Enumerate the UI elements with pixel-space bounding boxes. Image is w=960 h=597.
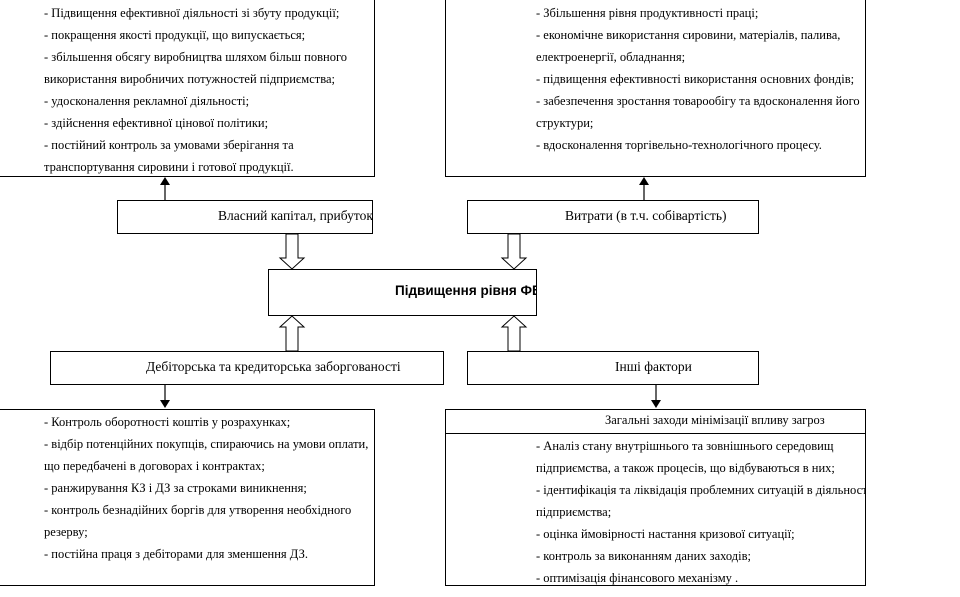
list-item: - оцінка ймовірності настання кризової с… [536, 527, 795, 541]
top-left-measures-list: - Підвищення ефективної діяльності зі зб… [44, 2, 348, 176]
hollow-arrow-up-icon [500, 315, 528, 352]
list-item: підприємства; [536, 505, 612, 519]
debts-factor-box: Дебіторська та кредиторська заборгованос… [50, 351, 444, 385]
list-item: - забезпечення зростання товарообігу та … [536, 94, 860, 108]
top-right-measures-box: - Збільшення рівня продуктивності праці;… [445, 0, 866, 177]
central-goal-label: Підвищення рівня ФБП [395, 283, 537, 298]
list-item: - підвищення ефективності використання о… [536, 72, 855, 86]
top-left-measures-box: - Підвищення ефективної діяльності зі зб… [0, 0, 375, 177]
list-item: - ідентифікація та ліквідація проблемних… [536, 483, 866, 497]
central-goal-box: Підвищення рівня ФБП [268, 269, 537, 316]
top-right-measures-list: - Збільшення рівня продуктивності праці;… [536, 2, 860, 156]
list-item: - Збільшення рівня продуктивності праці; [536, 6, 759, 20]
costs-factor-label: Витрати (в т.ч. собівартість) [565, 208, 727, 223]
hollow-arrow-down-icon [500, 233, 528, 270]
arrowhead-up-icon [160, 177, 170, 185]
list-item: - контроль безнадійних боргів для утворе… [44, 503, 352, 517]
list-item: - постійна праця з дебіторами для зменше… [44, 547, 309, 561]
list-item: резерву; [44, 525, 88, 539]
list-item: - вдосконалення торгівельно-технологічно… [536, 138, 822, 152]
list-item: структури; [536, 116, 594, 130]
list-item: підприємства, а також процесів, що відбу… [536, 461, 835, 475]
arrowhead-up-icon [639, 177, 649, 185]
bottom-right-measures-box: Загальні заходи мінімізації впливу загро… [445, 409, 866, 586]
list-item: - Підвищення ефективної діяльності зі зб… [44, 6, 340, 20]
list-item: транспортування сировини і готової проду… [44, 160, 294, 174]
bottom-right-header-row: Загальні заходи мінімізації впливу загро… [446, 410, 865, 434]
arrowhead-down-icon [160, 400, 170, 408]
list-item: - удосконалення рекламної діяльності; [44, 94, 250, 108]
list-item: - Аналіз стану внутрішнього та зовнішньо… [536, 439, 834, 453]
list-item: - покращення якості продукції, що випуск… [44, 28, 306, 42]
bottom-right-header: Загальні заходи мінімізації впливу загро… [605, 413, 825, 427]
other-factors-box: Інші фактори [467, 351, 759, 385]
bottom-left-measures-list: - Контроль оборотності коштів у розрахун… [44, 411, 368, 565]
costs-factor-box: Витрати (в т.ч. собівартість) [467, 200, 759, 234]
list-item: - збільшення обсягу виробництва шляхом б… [44, 50, 348, 64]
list-item: - контроль за виконанням даних заходів; [536, 549, 751, 563]
hollow-arrow-up-icon [278, 315, 306, 352]
other-factors-label: Інші фактори [615, 359, 692, 374]
list-item: - постійний контроль за умовами зберіган… [44, 138, 294, 152]
equity-factor-label: Власний капітал, прибуток [218, 208, 373, 223]
debts-factor-label: Дебіторська та кредиторська заборгованос… [146, 359, 401, 374]
bottom-left-measures-box: - Контроль оборотності коштів у розрахун… [0, 409, 375, 586]
list-item: електроенергії, обладнання; [536, 50, 686, 64]
list-item: - ранжирування КЗ і ДЗ за строками виник… [44, 481, 307, 495]
list-item: - здійснення ефективної цінової політики… [44, 116, 269, 130]
list-item: що передбачені в договорах і контрактах; [44, 459, 265, 473]
list-item: - оптимізація фінансового механізму . [536, 571, 739, 585]
list-item: - відбір потенційних покупців, спираючис… [44, 437, 369, 451]
list-item: використання виробничих потужностей підп… [44, 72, 335, 86]
arrowhead-down-icon [651, 400, 661, 408]
list-item: - економічне використання сировини, мате… [536, 28, 841, 42]
bottom-right-measures-list: - Аналіз стану внутрішнього та зовнішньо… [536, 435, 866, 585]
list-item: - Контроль оборотності коштів у розрахун… [44, 415, 291, 429]
hollow-arrow-down-icon [278, 233, 306, 270]
equity-factor-box: Власний капітал, прибуток [117, 200, 373, 234]
